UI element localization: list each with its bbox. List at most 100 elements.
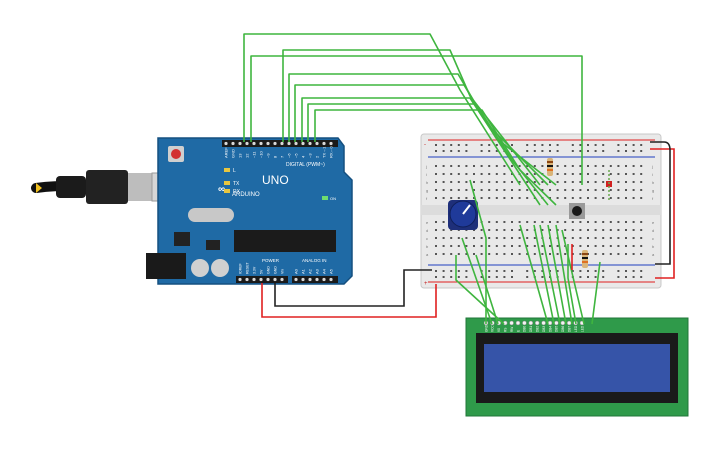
digital-pin-hole[interactable] <box>259 141 263 146</box>
breadboard-hole[interactable] <box>503 181 506 183</box>
breadboard-hole[interactable] <box>457 270 460 272</box>
breadboard-hole[interactable] <box>465 144 468 146</box>
breadboard-hole[interactable] <box>457 173 460 175</box>
breadboard-hole[interactable] <box>587 237 589 239</box>
breadboard-hole[interactable] <box>435 221 437 223</box>
breadboard-hole[interactable] <box>541 245 544 247</box>
breadboard-hole[interactable] <box>457 197 460 199</box>
breadboard-hole[interactable] <box>617 189 620 191</box>
breadboard-hole[interactable] <box>518 197 521 199</box>
breadboard-hole[interactable] <box>533 144 536 146</box>
breadboard-hole[interactable] <box>564 253 567 255</box>
breadboard-hole[interactable] <box>556 150 559 152</box>
breadboard-hole[interactable] <box>526 245 529 247</box>
breadboard-hole[interactable] <box>640 181 643 183</box>
breadboard-hole[interactable] <box>465 197 468 199</box>
breadboard-hole[interactable] <box>533 245 536 247</box>
breadboard-hole[interactable] <box>435 197 437 199</box>
breadboard-hole[interactable] <box>609 173 612 175</box>
breadboard-hole[interactable] <box>518 229 521 231</box>
breadboard-hole[interactable] <box>526 150 529 152</box>
breadboard-hole[interactable] <box>495 189 498 191</box>
breadboard-hole[interactable] <box>488 181 491 183</box>
breadboard-hole[interactable] <box>533 253 536 255</box>
breadboard-hole[interactable] <box>473 197 475 199</box>
breadboard-hole[interactable] <box>541 150 544 152</box>
breadboard-hole[interactable] <box>435 181 437 183</box>
power-pin-hole[interactable] <box>259 277 263 282</box>
breadboard-hole[interactable] <box>435 150 437 152</box>
breadboard-hole[interactable] <box>640 276 643 278</box>
breadboard-hole[interactable] <box>549 189 551 191</box>
breadboard-hole[interactable] <box>602 144 605 146</box>
breadboard-hole[interactable] <box>617 144 620 146</box>
digital-pin-hole[interactable] <box>308 141 312 146</box>
breadboard-hole[interactable] <box>526 181 529 183</box>
breadboard-hole[interactable] <box>503 165 506 167</box>
breadboard-hole[interactable] <box>640 144 643 146</box>
digital-pin-hole[interactable] <box>266 141 270 146</box>
breadboard-hole[interactable] <box>480 253 483 255</box>
breadboard-hole[interactable] <box>632 276 635 278</box>
breadboard-hole[interactable] <box>488 276 491 278</box>
breadboard-hole[interactable] <box>632 173 635 175</box>
breadboard-hole[interactable] <box>526 173 529 175</box>
breadboard-hole[interactable] <box>640 253 643 255</box>
breadboard-hole[interactable] <box>480 144 483 146</box>
breadboard-hole[interactable] <box>457 276 460 278</box>
breadboard-hole[interactable] <box>602 221 605 223</box>
breadboard-hole[interactable] <box>495 270 498 272</box>
breadboard-hole[interactable] <box>640 189 643 191</box>
breadboard-hole[interactable] <box>579 197 582 199</box>
breadboard-hole[interactable] <box>632 253 635 255</box>
breadboard-hole[interactable] <box>594 150 597 152</box>
breadboard-hole[interactable] <box>594 270 597 272</box>
breadboard-hole[interactable] <box>495 221 498 223</box>
analog-pin-hole[interactable] <box>315 277 319 282</box>
breadboard-hole[interactable] <box>511 270 513 272</box>
breadboard-hole[interactable] <box>640 245 643 247</box>
breadboard-hole[interactable] <box>625 173 627 175</box>
breadboard-hole[interactable] <box>579 144 582 146</box>
breadboard-hole[interactable] <box>488 229 491 231</box>
breadboard-hole[interactable] <box>587 165 589 167</box>
breadboard-hole[interactable] <box>594 165 597 167</box>
breadboard-hole[interactable] <box>587 144 589 146</box>
breadboard-hole[interactable] <box>617 173 620 175</box>
breadboard-hole[interactable] <box>473 181 475 183</box>
breadboard-hole[interactable] <box>640 229 643 231</box>
breadboard-hole[interactable] <box>511 165 513 167</box>
digital-pin-hole[interactable] <box>252 141 256 146</box>
breadboard-hole[interactable] <box>617 253 620 255</box>
breadboard-hole[interactable] <box>571 181 574 183</box>
breadboard-hole[interactable] <box>450 229 453 231</box>
breadboard-hole[interactable] <box>465 181 468 183</box>
breadboard-hole[interactable] <box>564 229 567 231</box>
breadboard-hole[interactable] <box>579 245 582 247</box>
breadboard-hole[interactable] <box>442 197 445 199</box>
breadboard-hole[interactable] <box>526 237 529 239</box>
breadboard-hole[interactable] <box>556 165 559 167</box>
breadboard-hole[interactable] <box>533 221 536 223</box>
breadboard-hole[interactable] <box>511 221 513 223</box>
breadboard-hole[interactable] <box>625 221 627 223</box>
breadboard-hole[interactable] <box>450 150 453 152</box>
breadboard-hole[interactable] <box>571 144 574 146</box>
breadboard-hole[interactable] <box>556 144 559 146</box>
breadboard-hole[interactable] <box>533 237 536 239</box>
breadboard-hole[interactable] <box>533 165 536 167</box>
breadboard-hole[interactable] <box>579 237 582 239</box>
breadboard-hole[interactable] <box>579 173 582 175</box>
breadboard-hole[interactable] <box>617 276 620 278</box>
lcd-pin[interactable] <box>547 320 553 326</box>
breadboard-hole[interactable] <box>511 173 513 175</box>
breadboard-hole[interactable] <box>465 189 468 191</box>
breadboard-hole[interactable] <box>488 144 491 146</box>
breadboard-hole[interactable] <box>495 237 498 239</box>
breadboard-hole[interactable] <box>571 270 574 272</box>
breadboard-hole[interactable] <box>617 150 620 152</box>
analog-pin-hole[interactable] <box>322 277 326 282</box>
breadboard-hole[interactable] <box>541 189 544 191</box>
lcd-pin[interactable] <box>554 320 559 326</box>
breadboard-hole[interactable] <box>556 253 559 255</box>
